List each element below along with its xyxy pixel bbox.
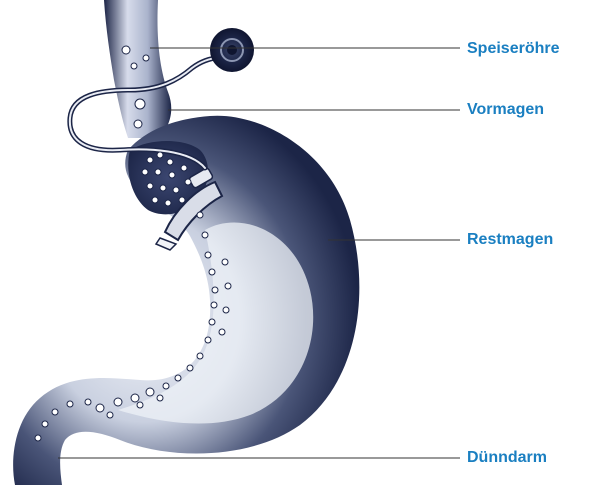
esophagus-shape	[104, 0, 171, 138]
bubble	[67, 401, 73, 407]
bubble	[211, 302, 217, 308]
bubble	[146, 388, 154, 396]
bubble	[197, 353, 203, 359]
bubble	[163, 383, 169, 389]
bubble	[165, 200, 171, 206]
bubble	[96, 404, 104, 412]
bubble	[160, 185, 166, 191]
bubble	[155, 169, 161, 175]
bubble	[225, 283, 231, 289]
bubble	[223, 307, 229, 313]
bubble	[35, 435, 41, 441]
label-pouch: Vormagen	[467, 101, 544, 119]
bubble	[175, 375, 181, 381]
bubble	[205, 337, 211, 343]
bubble	[137, 402, 143, 408]
label-esophagus: Speiseröhre	[467, 40, 559, 58]
bubble	[219, 329, 225, 335]
bubble	[85, 399, 91, 405]
bubble	[147, 183, 153, 189]
bubble	[222, 259, 228, 265]
bubble	[205, 252, 211, 258]
bubble	[52, 409, 58, 415]
bubble	[152, 197, 158, 203]
bubble	[167, 159, 173, 165]
label-remnant-stomach: Restmagen	[467, 231, 553, 249]
bubble	[131, 394, 139, 402]
bubble	[114, 398, 122, 406]
bubble	[209, 269, 215, 275]
bubble	[202, 232, 208, 238]
bubble	[147, 157, 153, 163]
label-small-intestine: Dünndarm	[467, 449, 547, 467]
bubble	[181, 165, 187, 171]
bubble	[169, 172, 175, 178]
bubble	[142, 169, 148, 175]
bubble	[173, 187, 179, 193]
bubble	[42, 421, 48, 427]
bubble	[157, 395, 163, 401]
bubble	[107, 412, 113, 418]
access-port	[210, 28, 254, 72]
bubble	[209, 319, 215, 325]
bubble	[157, 152, 163, 158]
bubble	[185, 179, 191, 185]
bubble	[212, 287, 218, 293]
bubble	[131, 63, 137, 69]
bubble	[179, 197, 185, 203]
bubble	[135, 99, 145, 109]
bubble	[187, 365, 193, 371]
bubble	[143, 55, 149, 61]
bubble	[197, 212, 203, 218]
bubble	[134, 120, 142, 128]
bubble	[122, 46, 130, 54]
